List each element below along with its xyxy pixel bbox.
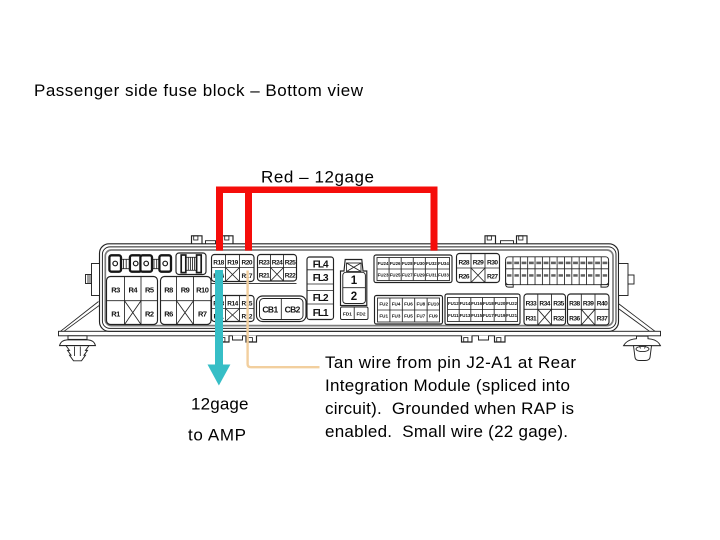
svg-text:R19: R19 [227, 260, 238, 267]
svg-text:FL4: FL4 [313, 259, 329, 270]
svg-text:R2: R2 [145, 309, 154, 318]
svg-text:R20: R20 [242, 260, 253, 267]
svg-text:FL3: FL3 [313, 273, 329, 284]
svg-text:to AMP: to AMP [188, 426, 246, 445]
svg-text:CB2: CB2 [285, 304, 301, 314]
svg-text:FU18: FU18 [483, 301, 494, 306]
svg-text:12gage: 12gage [191, 395, 249, 414]
svg-text:R24: R24 [272, 260, 283, 267]
svg-text:FL2: FL2 [313, 293, 329, 304]
svg-text:Passenger side fuse block – Bo: Passenger side fuse block – Bottom view [34, 81, 364, 100]
svg-text:R21: R21 [259, 273, 270, 280]
svg-text:FU8: FU8 [417, 302, 426, 307]
svg-text:FU32: FU32 [426, 261, 437, 266]
svg-text:FU1: FU1 [379, 314, 388, 319]
svg-text:FU6: FU6 [404, 302, 413, 307]
svg-text:FU14: FU14 [460, 301, 471, 306]
svg-text:FU28: FU28 [402, 261, 413, 266]
svg-text:R10: R10 [196, 286, 209, 295]
svg-text:FU26: FU26 [390, 261, 401, 266]
svg-text:circuit). Grounded when RAP i: circuit). Grounded when RAP is [325, 399, 574, 418]
svg-text:R39: R39 [583, 300, 594, 307]
svg-text:FD1: FD1 [343, 311, 352, 317]
svg-text:R1: R1 [111, 309, 120, 318]
svg-text:R32: R32 [553, 316, 564, 323]
svg-text:Tan wire from pin J2-A1 at Rea: Tan wire from pin J2-A1 at Rear [325, 353, 576, 372]
svg-text:R7: R7 [198, 309, 207, 318]
svg-text:FU10: FU10 [428, 302, 440, 307]
svg-text:R38: R38 [569, 300, 580, 307]
svg-text:FU12: FU12 [448, 301, 459, 306]
svg-text:FU23: FU23 [378, 272, 389, 277]
svg-text:R14: R14 [227, 301, 238, 308]
svg-text:FU21: FU21 [506, 313, 517, 318]
svg-text:R4: R4 [128, 286, 138, 295]
svg-text:R8: R8 [164, 286, 173, 295]
svg-text:FU24: FU24 [378, 261, 389, 266]
svg-text:R27: R27 [487, 274, 498, 281]
svg-text:FU25: FU25 [390, 272, 401, 277]
svg-text:2: 2 [351, 291, 357, 303]
svg-text:FU17: FU17 [483, 313, 494, 318]
svg-text:FU30: FU30 [414, 261, 425, 266]
svg-text:R9: R9 [181, 286, 190, 295]
svg-text:R5: R5 [145, 286, 154, 295]
svg-text:FU11: FU11 [448, 313, 459, 318]
svg-text:R18: R18 [213, 260, 224, 267]
svg-text:FD2: FD2 [356, 311, 365, 317]
svg-text:R35: R35 [553, 300, 564, 307]
svg-text:FU33: FU33 [438, 272, 449, 277]
svg-text:CB1: CB1 [262, 304, 278, 314]
svg-text:FU29: FU29 [414, 272, 425, 277]
svg-text:FU19: FU19 [495, 313, 506, 318]
svg-text:FL1: FL1 [313, 308, 329, 319]
svg-text:R29: R29 [473, 259, 484, 266]
svg-text:R30: R30 [487, 259, 498, 266]
svg-text:R6: R6 [164, 309, 173, 318]
svg-text:Integration Module (spliced in: Integration Module (spliced into [325, 376, 570, 395]
svg-text:R28: R28 [458, 259, 469, 266]
svg-text:FU7: FU7 [417, 314, 426, 319]
svg-text:R31: R31 [526, 316, 537, 323]
svg-text:1: 1 [351, 275, 358, 287]
svg-text:R3: R3 [111, 286, 120, 295]
svg-text:FU27: FU27 [402, 272, 413, 277]
svg-text:FU2: FU2 [379, 302, 388, 307]
svg-text:R34: R34 [539, 300, 550, 307]
svg-text:FU9: FU9 [429, 314, 438, 319]
svg-text:R40: R40 [597, 300, 608, 307]
svg-text:FU16: FU16 [471, 301, 482, 306]
svg-text:R26: R26 [458, 274, 469, 281]
svg-text:FU34: FU34 [438, 261, 449, 266]
svg-text:FU22: FU22 [506, 301, 517, 306]
svg-text:R22: R22 [285, 273, 296, 280]
svg-text:FU20: FU20 [495, 301, 506, 306]
svg-text:R36: R36 [569, 316, 580, 323]
svg-text:FU3: FU3 [392, 314, 401, 319]
svg-text:FU15: FU15 [471, 313, 482, 318]
svg-text:FU31: FU31 [426, 272, 437, 277]
svg-text:R37: R37 [597, 316, 608, 323]
svg-text:R25: R25 [285, 260, 296, 267]
svg-text:FU13: FU13 [460, 313, 471, 318]
svg-text:R33: R33 [526, 300, 537, 307]
svg-text:enabled. Small wire (22 gage): enabled. Small wire (22 gage). [325, 422, 568, 441]
svg-text:FU4: FU4 [392, 302, 401, 307]
svg-text:FU5: FU5 [404, 314, 413, 319]
svg-text:R23: R23 [259, 260, 270, 267]
svg-text:Red – 12gage: Red – 12gage [261, 168, 374, 187]
